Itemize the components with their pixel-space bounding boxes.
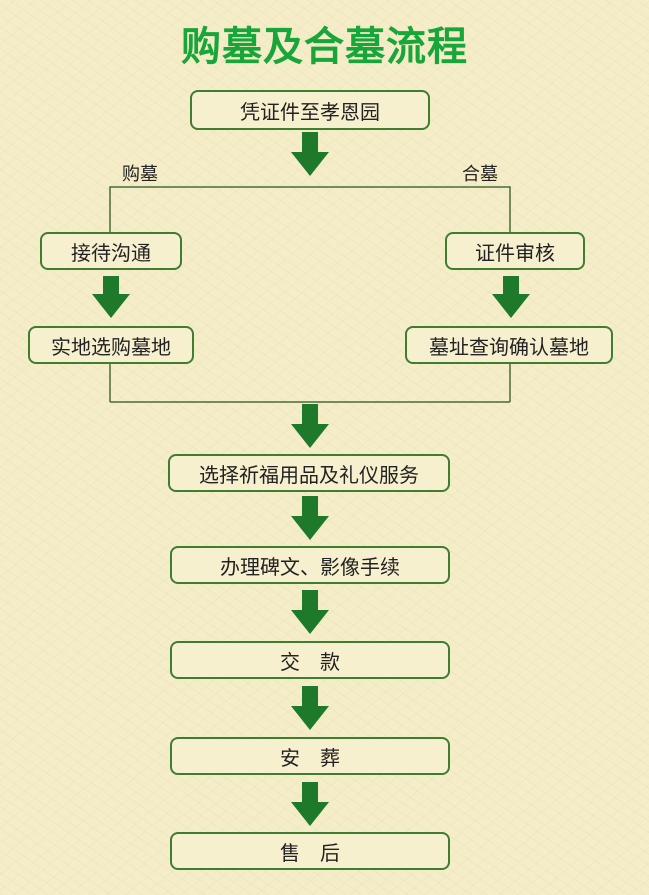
page-title: 购墓及合墓流程 xyxy=(181,24,468,70)
step-burial: 安 葬 xyxy=(170,737,450,775)
step-right-2: 墓址查询确认墓地 xyxy=(405,326,613,364)
branch-label-right: 合墓 xyxy=(462,164,498,185)
arrow-down-icon xyxy=(291,686,329,730)
branch-top-line xyxy=(109,186,511,232)
step-start: 凭证件至孝恩园 xyxy=(190,90,430,130)
step-right-1: 证件审核 xyxy=(445,232,585,270)
step-left-2: 实地选购墓地 xyxy=(28,326,194,364)
arrow-down-icon xyxy=(291,404,329,448)
step-pay: 交 款 xyxy=(170,641,450,679)
step-after-sales: 售 后 xyxy=(170,832,450,870)
step-common-1: 选择祈福用品及礼仪服务 xyxy=(168,454,450,492)
arrow-down-icon xyxy=(291,132,329,176)
arrow-down-icon xyxy=(492,276,530,318)
step-common-2: 办理碑文、影像手续 xyxy=(170,546,450,584)
arrow-down-icon xyxy=(291,590,329,634)
arrow-down-icon xyxy=(291,496,329,540)
arrow-down-icon xyxy=(92,276,130,318)
step-left-1: 接待沟通 xyxy=(40,232,182,270)
arrow-down-icon xyxy=(291,782,329,826)
branch-label-left: 购墓 xyxy=(122,164,158,185)
